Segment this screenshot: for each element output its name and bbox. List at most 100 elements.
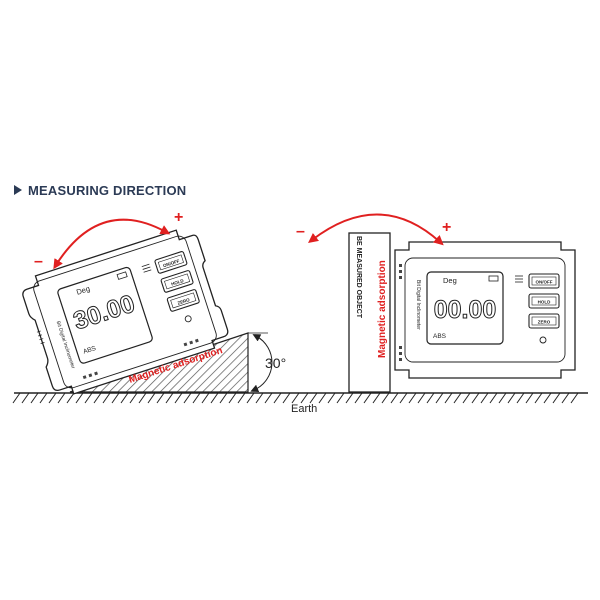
- ground-hatch-tick: [120, 392, 129, 404]
- battery-icon: [488, 275, 499, 282]
- ground-hatch-tick: [417, 392, 426, 404]
- ground-hatch-tick: [570, 392, 579, 404]
- angle-label: 30°: [265, 355, 286, 371]
- ground-hatch-tick: [264, 392, 273, 404]
- button-zero[interactable]: ZERO: [166, 289, 200, 312]
- mode-label: ABS: [82, 345, 97, 356]
- reading-value: 00.00: [434, 296, 497, 324]
- ground-hatch-tick: [525, 392, 534, 404]
- ground-hatch-tick: [291, 392, 300, 404]
- ground-hatch-tick: [435, 392, 444, 404]
- triangle-bullet-icon: [14, 185, 22, 195]
- ground-hatch-tick: [453, 392, 462, 404]
- ground-hatch-tick: [48, 392, 57, 404]
- measured-object-label: BE MEASURED OBJECT: [355, 236, 362, 319]
- device-inner-frame: [404, 257, 566, 363]
- speaker-grille: [515, 275, 523, 283]
- unit-label: Deg: [443, 276, 457, 285]
- measured-object: [348, 232, 391, 393]
- display-screen: [57, 266, 153, 364]
- ground-hatch-tick: [354, 392, 363, 404]
- button-zero[interactable]: ZERO: [528, 313, 560, 329]
- battery-icon: [116, 271, 128, 280]
- ground-hatch-tick: [309, 392, 318, 404]
- display-screen: [426, 271, 504, 345]
- button-onoff-label: ON/OFF: [536, 280, 553, 285]
- ground-hatch-tick: [102, 392, 111, 404]
- ground-hatch-tick: [246, 392, 255, 404]
- ground-hatch-tick: [381, 392, 390, 404]
- ground-hatch-tick: [228, 392, 237, 404]
- minus-label-left: –: [34, 253, 43, 270]
- ground-hatch-tick: [408, 392, 417, 404]
- model-text: Bit Digital Inclinometer: [415, 280, 421, 330]
- ground-hatch-tick: [75, 392, 84, 404]
- inclinometer-vertical-face: Deg 00.00 ABS Bit Digital Inclinometer O…: [399, 257, 566, 363]
- plus-label-right: +: [442, 219, 451, 236]
- ground-hatch-tick: [255, 392, 264, 404]
- rotation-arrow-left: [53, 218, 171, 270]
- ground-hatch-tick: [93, 392, 102, 404]
- led-indicator: [539, 336, 547, 344]
- button-hold[interactable]: HOLD: [528, 293, 560, 309]
- ground-hatch-tick: [30, 392, 39, 404]
- ground-hatch-tick: [300, 392, 309, 404]
- ground-hatch-tick: [147, 392, 156, 404]
- plus-label-left: +: [174, 209, 183, 226]
- unit-label: Deg: [75, 284, 91, 297]
- button-onoff[interactable]: ON/OFF: [528, 273, 560, 289]
- ground-hatch-tick: [372, 392, 381, 404]
- ground-hatch-tick: [156, 392, 165, 404]
- ground-hatch-tick: [66, 392, 75, 404]
- ground-hatch-tick: [183, 392, 192, 404]
- ground-hatch-tick: [210, 392, 219, 404]
- ground-hatch-tick: [12, 392, 21, 404]
- button-hold-label: HOLD: [538, 300, 551, 305]
- ground-hatch-tick: [21, 392, 30, 404]
- ground-hatch-tick: [39, 392, 48, 404]
- mode-label: ABS: [433, 333, 447, 340]
- minus-label-right: –: [296, 223, 305, 240]
- ground-hatch-tick: [273, 392, 282, 404]
- ground-hatch-tick: [192, 392, 201, 404]
- ground-hatch-tick: [516, 392, 525, 404]
- ground-hatch-tick: [138, 392, 147, 404]
- ground: [12, 392, 588, 404]
- ground-hatch-tick: [282, 392, 291, 404]
- ground-hatch-tick: [543, 392, 552, 404]
- ground-hatch-tick: [498, 392, 507, 404]
- ground-hatch-tick: [84, 392, 93, 404]
- ground-hatch-tick: [507, 392, 516, 404]
- ground-hatch-tick: [534, 392, 543, 404]
- ground-hatch-tick: [480, 392, 489, 404]
- button-onoff-label: ON/OFF: [162, 258, 180, 268]
- grip-marks: [36, 330, 45, 344]
- earth-label: Earth: [291, 403, 317, 415]
- button-zero-label: ZERO: [538, 320, 551, 325]
- ground-hatch-tick: [561, 392, 570, 404]
- section-heading: MEASURING DIRECTION: [14, 181, 186, 199]
- button-hold-label: HOLD: [171, 278, 185, 287]
- magnet-dots: [82, 338, 199, 380]
- ground-hatch-tick: [57, 392, 66, 404]
- ground-hatch-tick: [489, 392, 498, 404]
- ground-hatch-tick: [399, 392, 408, 404]
- ground-hatch-tick: [201, 392, 210, 404]
- ground-hatch-tick: [174, 392, 183, 404]
- ground-hatch-tick: [426, 392, 435, 404]
- button-hold[interactable]: HOLD: [160, 270, 194, 293]
- ground-hatch-tick: [219, 392, 228, 404]
- section-title: MEASURING DIRECTION: [28, 182, 187, 198]
- magnetic-adsorption-label-right: Magnetic adsorption: [377, 260, 388, 358]
- inclinometer-tilted: Deg 30.00 ABS Bit Digital Inclinometer O…: [22, 229, 229, 395]
- button-zero-label: ZERO: [177, 297, 191, 306]
- ground-hatch-tick: [129, 392, 138, 404]
- rotation-arrow-right: [308, 213, 444, 246]
- ground-hatch-tick: [111, 392, 120, 404]
- ground-hatch-tick: [390, 392, 399, 404]
- ground-hatch-tick: [165, 392, 174, 404]
- ground-hatch-tick: [327, 392, 336, 404]
- ground-hatch-tick: [336, 392, 345, 404]
